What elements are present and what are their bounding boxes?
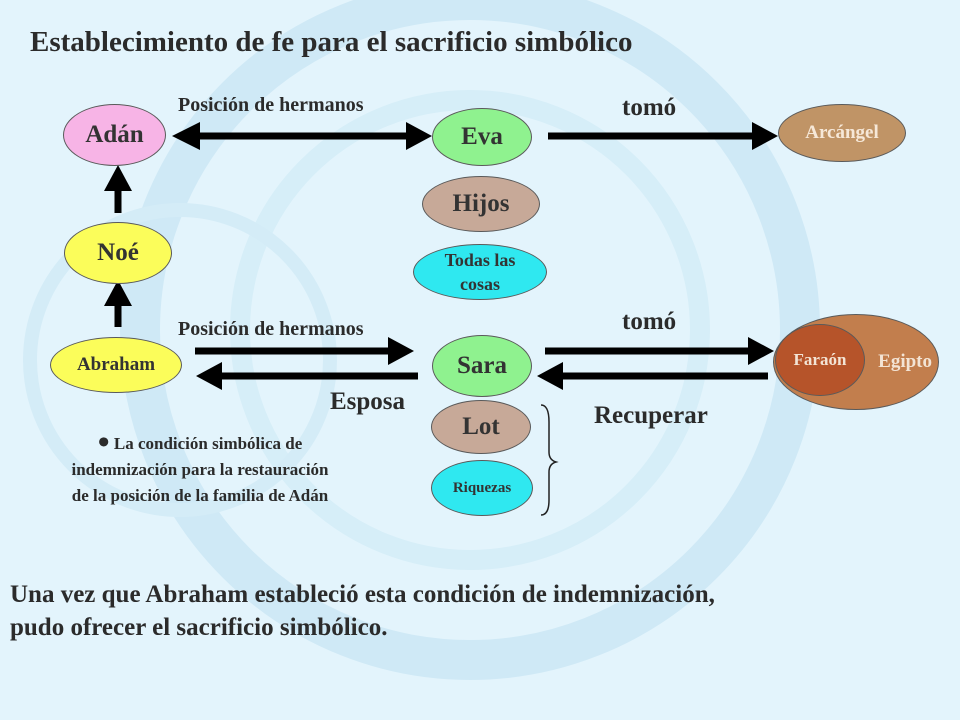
node-todas-line1: Todas las xyxy=(444,250,516,270)
node-egipto-label: Egipto xyxy=(878,351,932,372)
arrow-noe-adan xyxy=(104,165,132,213)
node-eva-label: Eva xyxy=(461,123,503,150)
label-posicion-top: Posición de hermanos xyxy=(178,94,364,116)
note-line3: de la posición de la familia de Adán xyxy=(71,486,329,505)
node-noe: Noé xyxy=(64,222,172,284)
node-riquezas-label: Riquezas xyxy=(452,479,512,496)
bottom-line2: pudo ofrecer el sacrificio simbólico. xyxy=(10,614,388,641)
node-faraon: Faraón xyxy=(775,324,865,396)
node-eva: Eva xyxy=(432,108,532,166)
node-sara-label: Sara xyxy=(457,352,507,379)
label-esposa: Esposa xyxy=(330,388,406,415)
node-arcangel-label: Arcángel xyxy=(805,122,879,143)
arrow-sara-egipto xyxy=(545,337,774,365)
node-hijos-label: Hijos xyxy=(452,190,510,217)
arrow-egipto-sara xyxy=(537,362,768,390)
label-tomo-top: tomó xyxy=(622,94,677,121)
node-adan-label: Adán xyxy=(85,121,144,148)
bottom-line1: Una vez que Abraham estableció esta cond… xyxy=(10,581,715,608)
arrow-eva-arcangel xyxy=(548,122,778,150)
node-riquezas: Riquezas xyxy=(431,460,533,516)
node-abraham-label: Abraham xyxy=(76,354,156,375)
node-todas-line2: cosas xyxy=(460,274,500,294)
node-adan: Adán xyxy=(63,104,166,166)
node-faraon-label: Faraón xyxy=(793,350,847,369)
node-hijos: Hijos xyxy=(422,176,540,232)
note-text: • La condición simbólica de indemnizació… xyxy=(10,424,390,509)
label-posicion-bottom: Posición de hermanos xyxy=(178,318,364,340)
arrow-abraham-sara xyxy=(195,337,414,365)
arrow-abraham-noe xyxy=(104,280,132,327)
bottom-paragraph: Una vez que Abraham estableció esta cond… xyxy=(10,578,715,644)
arrow-sara-abraham xyxy=(196,362,418,390)
node-lot: Lot xyxy=(431,400,531,454)
node-noe-label: Noé xyxy=(97,239,139,266)
node-abraham: Abraham xyxy=(50,337,182,393)
note-line2: indemnización para la restauración xyxy=(71,460,329,479)
page-title: Establecimiento de fe para el sacrificio… xyxy=(30,26,633,58)
note-line1: • La condición simbólica de xyxy=(97,424,303,461)
label-tomo-bottom: tomó xyxy=(622,308,677,335)
arrow-adan-eva xyxy=(172,122,432,150)
bullet-icon: • xyxy=(97,424,110,461)
label-recuperar: Recuperar xyxy=(594,402,708,429)
node-sara: Sara xyxy=(432,335,532,397)
node-arcangel: Arcángel xyxy=(778,104,906,162)
node-lot-label: Lot xyxy=(462,413,500,440)
node-todas-las-cosas: Todas las cosas xyxy=(413,244,547,300)
brace xyxy=(540,404,559,516)
